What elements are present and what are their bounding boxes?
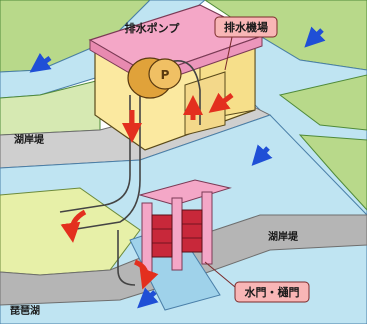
levee-lower-label: 湖岸堤: [268, 230, 299, 243]
gate-panel-left: [151, 214, 173, 258]
blue-arrow-top-right: [304, 26, 326, 48]
water-gate: [138, 179, 232, 276]
red-arrow-gate: [133, 259, 159, 290]
levee-upper-label: 湖岸堤: [14, 133, 45, 146]
field-right-2: [298, 134, 367, 211]
blue-arrow-right: [251, 144, 273, 166]
pump-label: 排水ポンプ: [125, 21, 181, 35]
red-arrow-inflow: [208, 92, 234, 113]
pump-station-label-box: 排水機場: [214, 16, 278, 71]
pump-station-label: 排水機場: [224, 20, 268, 34]
gate-pipe: [117, 230, 136, 286]
blue-arrow-top-left: [29, 52, 52, 73]
blue-arrow-lake: [137, 287, 159, 309]
field-right-1: [278, 74, 367, 131]
gate-panel-right: [181, 209, 203, 253]
outflow-pipe-left-inner: [69, 95, 141, 231]
gate-label: 水門・樋門: [245, 285, 300, 299]
pump-symbol: P: [161, 68, 170, 82]
pump-label-box: 排水ポンプ: [125, 21, 181, 35]
outflow-pipe-left: [59, 95, 131, 213]
red-arrow-outflow: [60, 209, 87, 243]
gate-label-box: 水門・樋門: [204, 261, 310, 303]
pump-icon: P: [127, 57, 182, 99]
lake-label: 琵琶湖: [10, 304, 40, 317]
